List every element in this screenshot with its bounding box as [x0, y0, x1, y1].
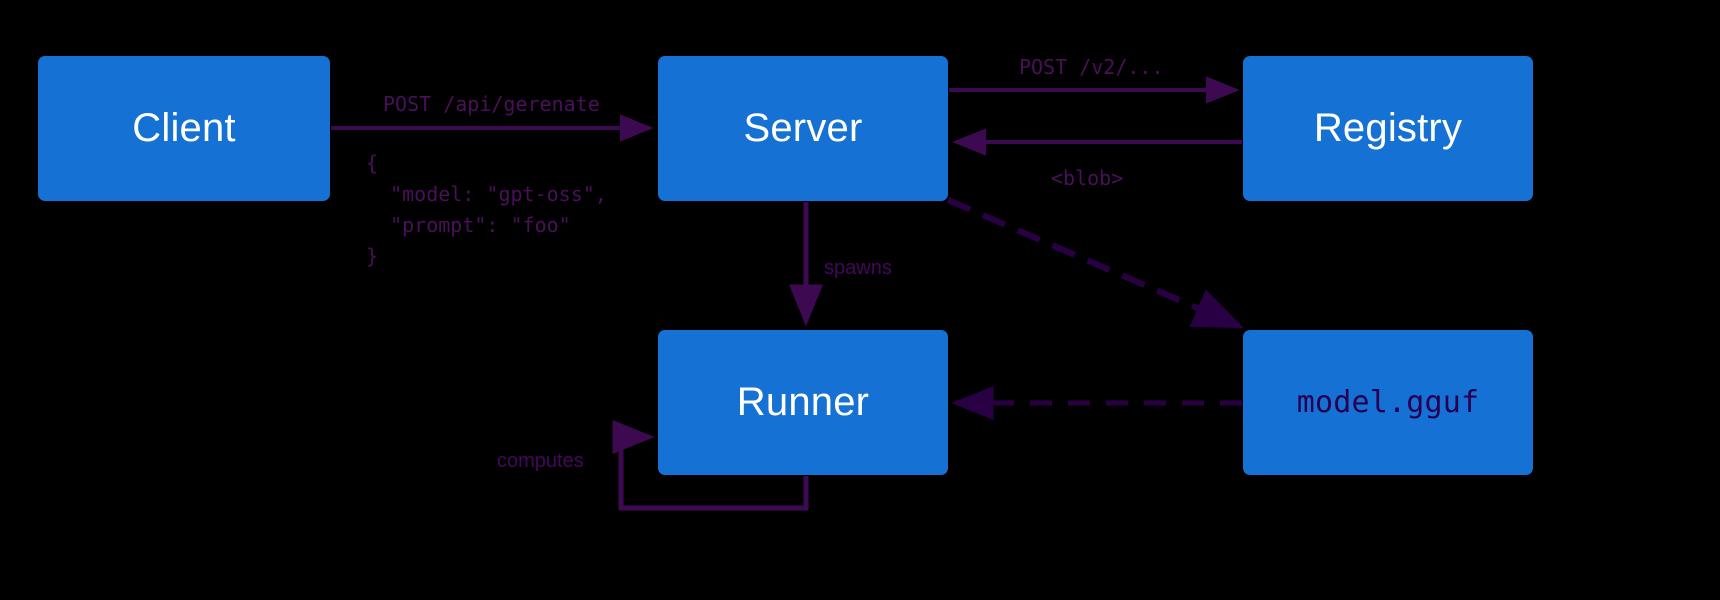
node-runner[interactable]: Runner — [658, 330, 948, 475]
edge-server-to-gguf — [946, 197, 1244, 329]
node-model-gguf-label: model.gguf — [1296, 385, 1480, 420]
node-client-label: Client — [132, 106, 236, 150]
edge-label-server-to-runner: spawns — [824, 257, 892, 279]
node-server-label: Server — [743, 106, 863, 150]
edge-label-client-to-server: POST /api/gerenate — [383, 92, 600, 116]
node-model-gguf[interactable]: model.gguf — [1243, 330, 1533, 475]
node-registry-label: Registry — [1313, 106, 1463, 150]
node-runner-label: Runner — [736, 380, 870, 424]
edge-label-registry-to-server: <blob> — [1051, 166, 1124, 190]
node-registry[interactable]: Registry — [1243, 56, 1533, 201]
node-server[interactable]: Server — [658, 56, 948, 201]
edge-label-server-to-registry: POST /v2/... — [1019, 55, 1164, 79]
edge-label-runner-self-loop: computes — [497, 450, 584, 472]
node-client[interactable]: Client — [38, 56, 330, 201]
request-body-text: { "model: "gpt-oss", "prompt": "foo" } — [366, 151, 607, 268]
